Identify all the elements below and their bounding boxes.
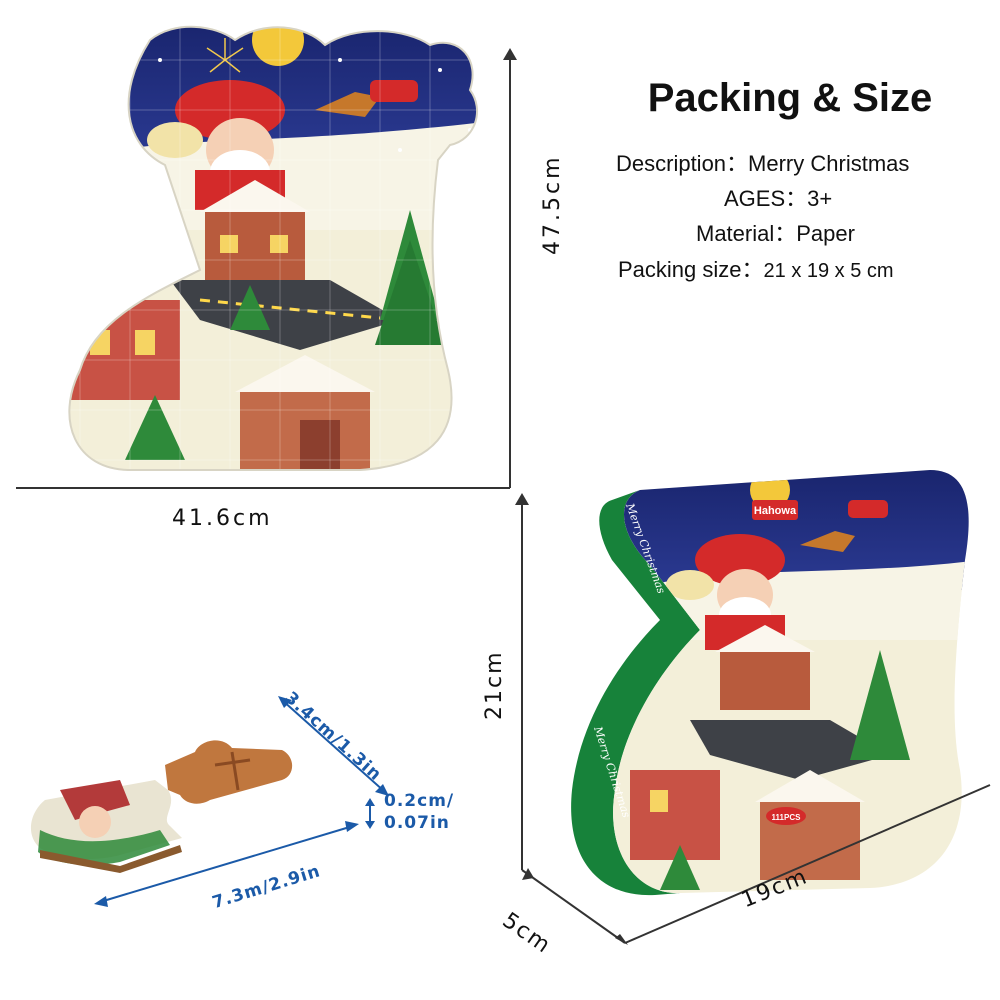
piece-thickness-label: 0.2cm/ 0.07in: [384, 791, 455, 833]
spec-material-value: Paper: [796, 221, 855, 246]
box-dimension-lines: [515, 493, 991, 945]
box-height-label: 21cm: [482, 650, 507, 720]
page-title: Packing & Size: [647, 76, 933, 120]
piece-count-label: 111PCS: [772, 813, 802, 822]
spec-packing-size-label: Packing size：: [618, 257, 764, 282]
piece-dimension-arrows: [94, 696, 389, 907]
spec-material: Material：Paper: [696, 216, 855, 248]
puzzle-dimension-lines: [16, 48, 517, 489]
spec-description-value: Merry Christmas: [748, 151, 910, 176]
puzzle-height-label: 47.5cm: [540, 154, 565, 255]
spec-ages-value: 3+: [807, 186, 833, 211]
spec-ages: AGES：3+: [724, 181, 832, 213]
spec-packing-size: Packing size：21 x 19 x 5 cm: [618, 252, 894, 284]
spec-description: Description：Merry Christmas: [616, 146, 909, 178]
puzzle-image: [68, 25, 479, 471]
spec-ages-label: AGES：: [724, 186, 808, 211]
puzzle-width-label: 41.6cm: [172, 506, 273, 531]
puzzle-piece-image: [30, 740, 293, 873]
box-image: Hahowa 111PCS Merry Christmas Merry Chri…: [571, 470, 969, 896]
spec-material-label: Material：: [696, 221, 797, 246]
brand-label: Hahowa: [754, 505, 797, 517]
spec-description-label: Description：: [616, 151, 749, 176]
spec-packing-size-value: 21 x 19 x 5 cm: [763, 260, 894, 282]
